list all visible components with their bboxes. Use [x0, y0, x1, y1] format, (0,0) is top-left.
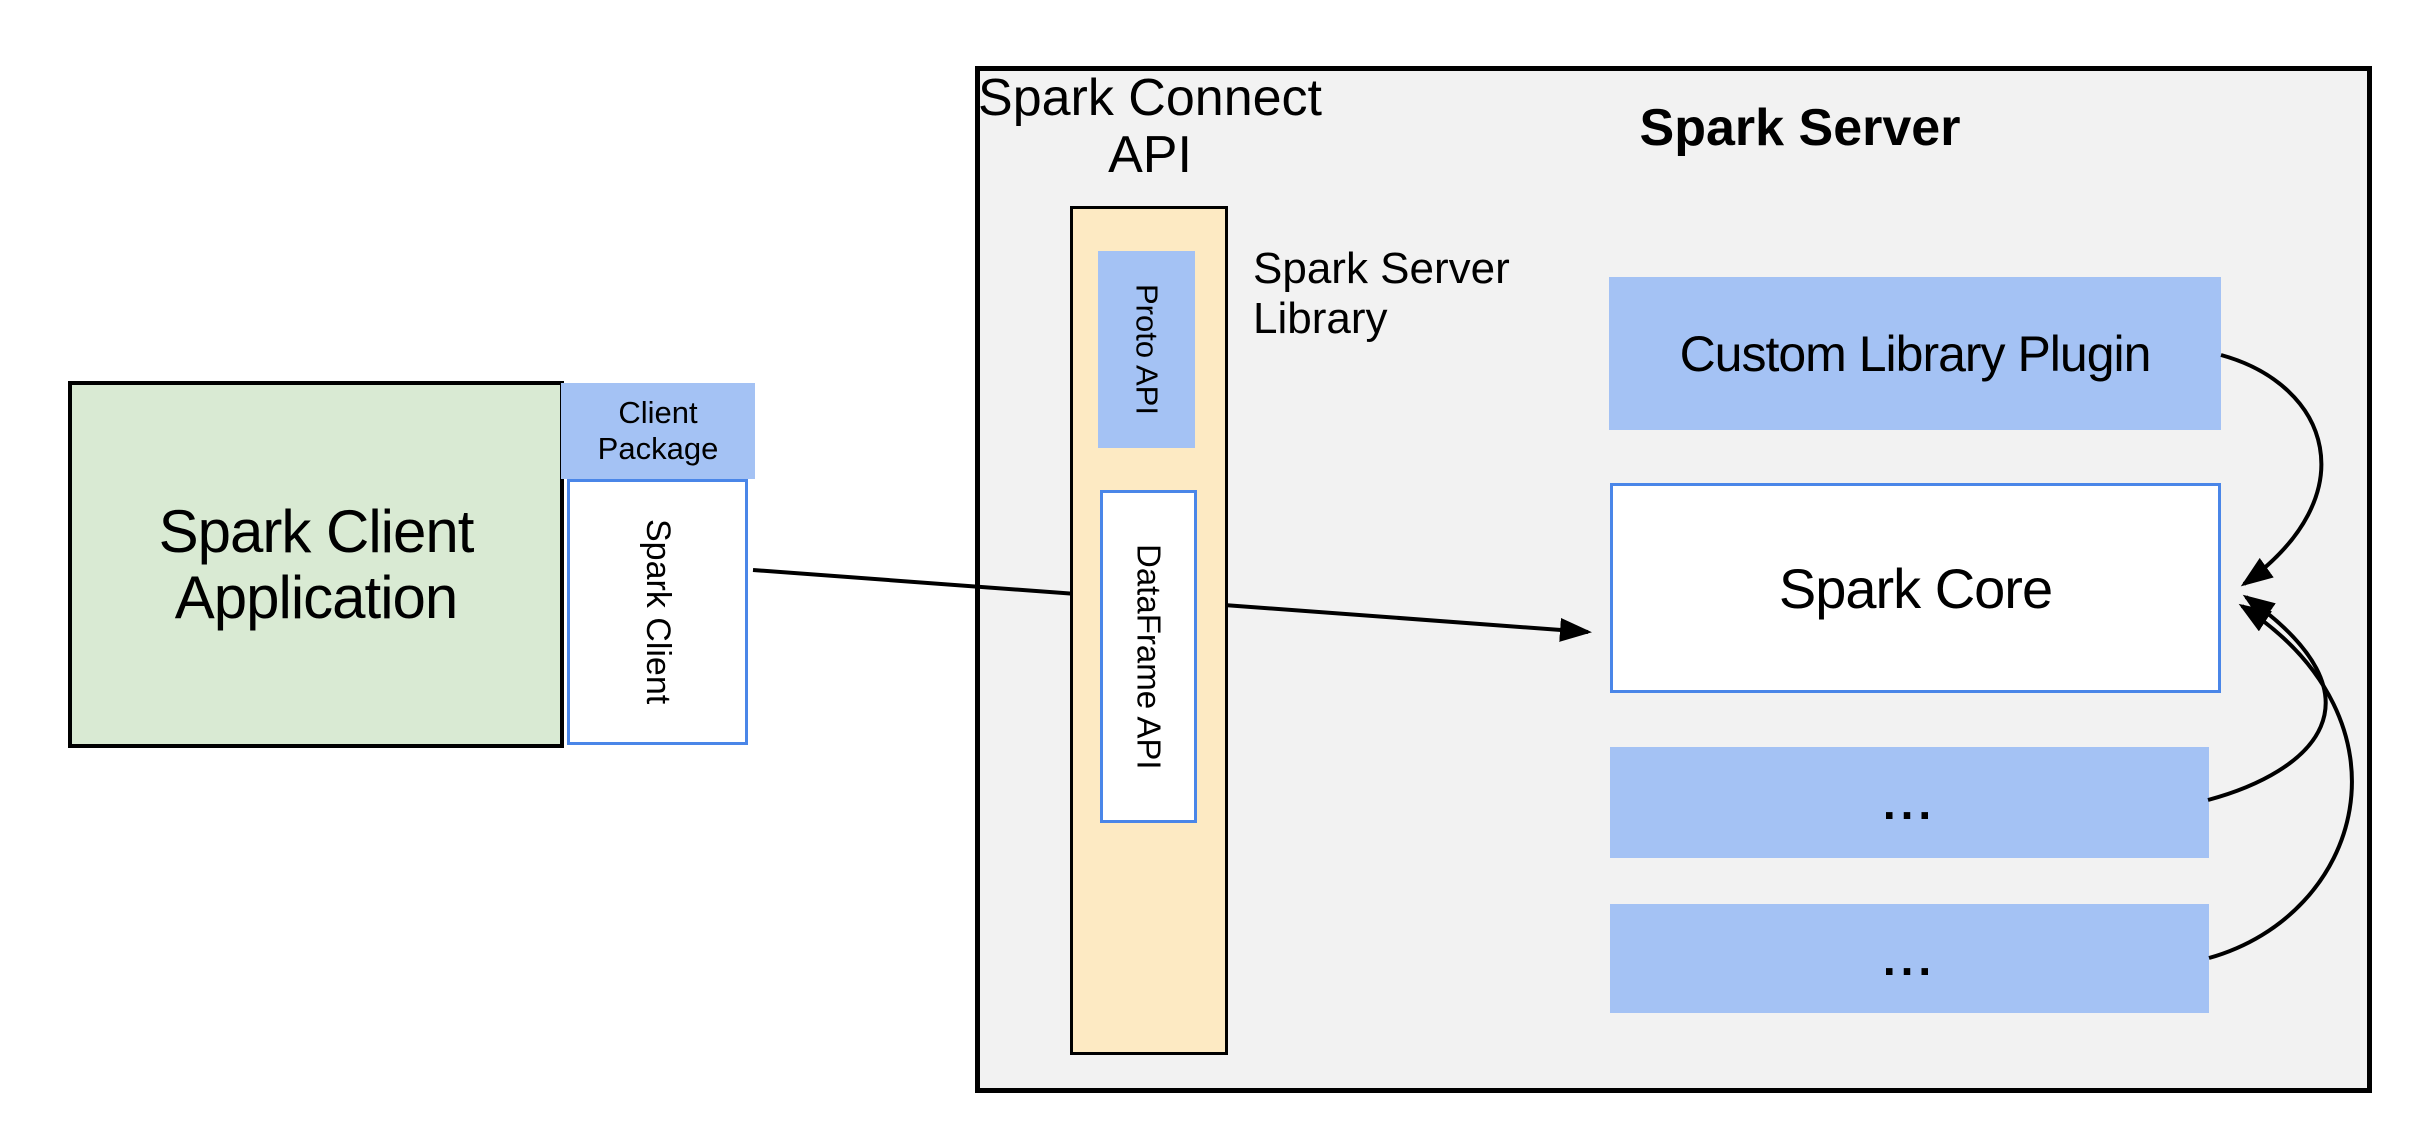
- custom-library-plugin-box: Custom Library Plugin: [1609, 277, 2221, 430]
- spark-client-label: Spark Client: [639, 519, 677, 705]
- proto-api-box: Proto API: [1098, 251, 1195, 448]
- spark-connect-api-label-line2: API: [1108, 126, 1192, 184]
- plugin-placeholder-box-1: ...: [1610, 747, 2209, 858]
- proto-api-label: Proto API: [1129, 284, 1165, 415]
- spark-server-library-label-line2: Library: [1253, 294, 1388, 343]
- client-package-box: Client Package: [561, 383, 755, 479]
- custom-library-plugin-label: Custom Library Plugin: [1679, 325, 2152, 382]
- spark-connect-api-label: Spark Connect API: [950, 70, 1350, 184]
- client-package-label-line2: Package: [597, 431, 719, 466]
- spark-server-library-label-line1: Spark Server: [1253, 244, 1510, 293]
- spark-server-title: Spark Server: [1639, 99, 1961, 157]
- spark-server-library-label: Spark Server Library: [1253, 244, 1583, 344]
- ellipsis-label-2: ...: [1882, 932, 1937, 985]
- spark-core-box: Spark Core: [1610, 483, 2221, 693]
- client-package-label-line1: Client: [618, 395, 698, 430]
- dataframe-api-box: DataFrame API: [1100, 490, 1197, 823]
- spark-client-application-box: Spark Client Application: [68, 381, 564, 748]
- spark-client-application-label-line1: Spark Client: [158, 497, 475, 565]
- plugin-placeholder-box-2: ...: [1610, 904, 2209, 1013]
- spark-connect-api-label-line1: Spark Connect: [978, 69, 1322, 127]
- ellipsis-label-1: ...: [1882, 776, 1937, 829]
- spark-client-box: Spark Client: [567, 479, 748, 745]
- spark-core-label: Spark Core: [1778, 556, 2053, 620]
- dataframe-api-label: DataFrame API: [1130, 543, 1168, 770]
- spark-client-application-label-line2: Application: [174, 563, 459, 631]
